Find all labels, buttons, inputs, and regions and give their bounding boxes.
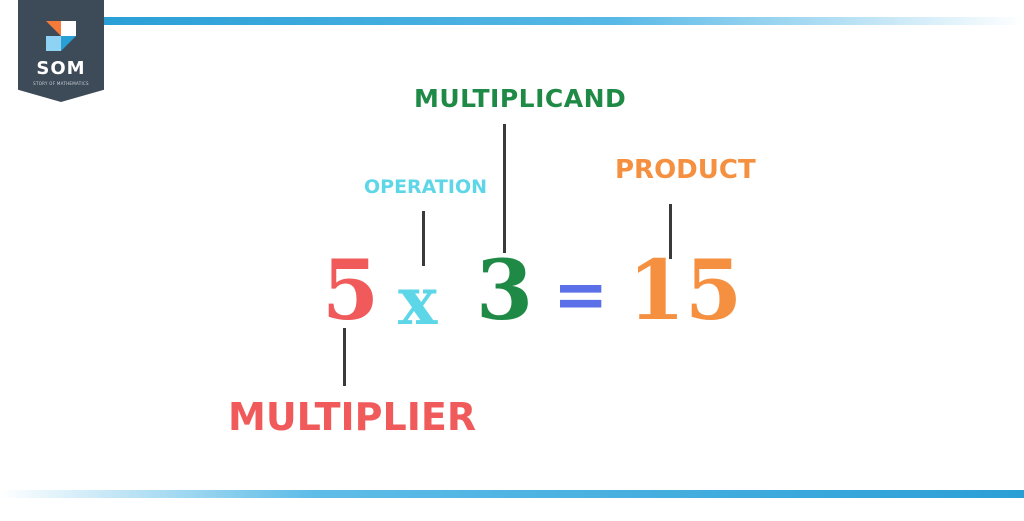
multiplicand-label: MULTIPLICAND — [414, 84, 627, 113]
operation-connector-line — [422, 211, 425, 266]
multiplicand-value: 3 — [476, 243, 534, 339]
product-connector-line — [669, 204, 672, 259]
top-accent-bar — [104, 17, 1024, 25]
product-label: PRODUCT — [615, 155, 756, 185]
product-value: 15 — [628, 243, 743, 339]
logo-tagline: STORY OF MATHEMATICS — [33, 81, 89, 86]
som-logo-mark-icon — [46, 21, 76, 51]
bottom-accent-bar — [0, 490, 1024, 498]
multiplication-operator: x — [398, 262, 438, 340]
multiplier-label: MULTIPLIER — [228, 395, 477, 439]
multiplicand-connector-line — [503, 124, 506, 253]
som-logo: SOM STORY OF MATHEMATICS — [18, 0, 104, 102]
operation-label: OPERATION — [364, 176, 487, 198]
multiplier-value: 5 — [322, 243, 380, 339]
logo-name: SOM — [36, 58, 86, 79]
equals-sign: = — [553, 256, 609, 333]
multiplier-connector-line — [343, 328, 346, 386]
